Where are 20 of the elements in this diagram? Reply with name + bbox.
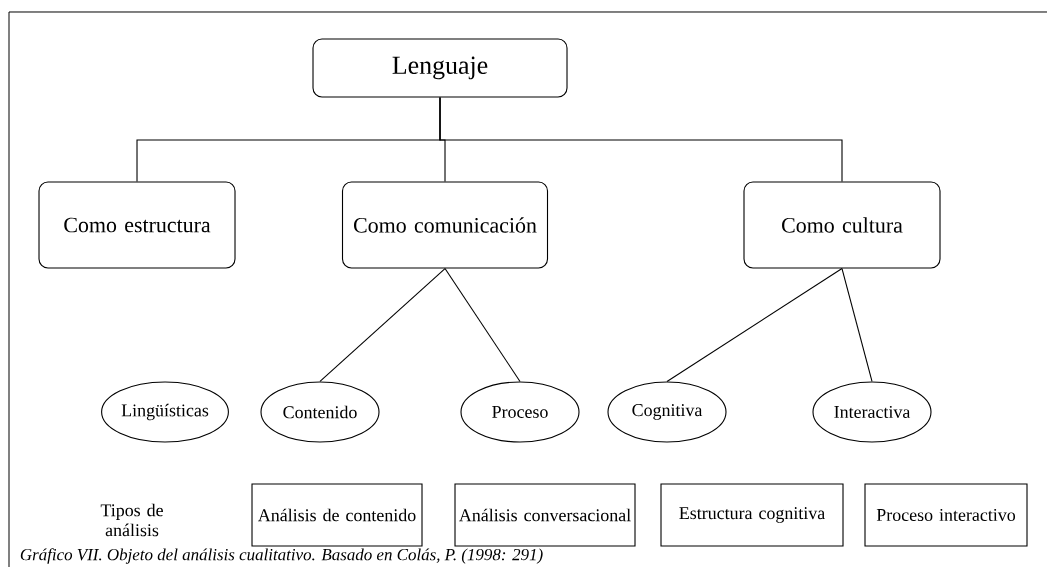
analysis-box: Análisis conversacional	[454, 483, 636, 547]
category-box: Como estructura	[38, 181, 236, 269]
ellipse-node: Interactiva	[812, 381, 932, 443]
category-box: Como cultura	[743, 181, 941, 269]
connector-line	[439, 97, 843, 182]
ellipse-node: Lingüísticas	[101, 381, 229, 443]
analysis-box: Análisis de contenido	[251, 483, 423, 547]
ellipse-node: Contenido	[260, 381, 380, 443]
ellipse-node: Proceso	[460, 381, 580, 443]
connector-line	[444, 268, 521, 382]
row-label: Tipos de análisis	[100, 503, 163, 537]
category-box: Como comunicación	[341, 181, 549, 269]
caption: Gráfico VII. Objeto del análisis cualitativo. Basado en Colás, P. (1998: 291)	[20, 548, 543, 564]
analysis-box: Estructura cognitiva	[660, 483, 844, 547]
connector-line	[319, 268, 446, 382]
connector-line	[841, 268, 873, 382]
root-box: Lenguaje	[312, 38, 568, 98]
analysis-box: Proceso interactivo	[864, 483, 1028, 547]
ellipse-node: Cognitiva	[607, 381, 727, 443]
connector-line	[666, 268, 843, 382]
